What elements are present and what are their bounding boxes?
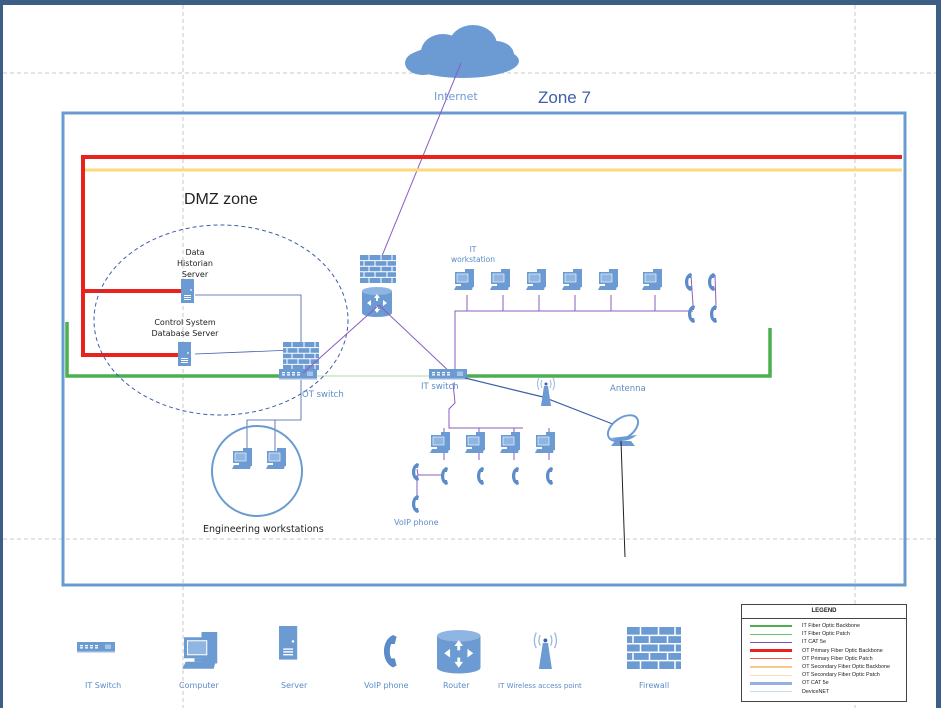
zone-title: Zone 7 [538, 88, 591, 107]
voip-phone-icon [688, 305, 695, 323]
legend-item: OT Primary Fiber Optic Backbone [742, 647, 906, 655]
antenna-dish-icon [606, 414, 640, 446]
engineering-workstations-label: Engineering workstations [203, 524, 324, 535]
voip-phone-icon [708, 273, 715, 291]
voip-phone-icon [477, 467, 484, 485]
legend-label: OT Secondary Fiber Optic Backbone [802, 664, 890, 671]
legend-swatch [750, 641, 792, 643]
legend-label: OT Primary Fiber Optic Patch [802, 655, 873, 662]
legend-item: OT Secondary Fiber Optic Backbone [742, 663, 906, 671]
diagram-canvas: Internet Zone 7 DMZ zone Data Historian … [3, 5, 936, 708]
voip-phone-label: VoIP phone [394, 518, 439, 527]
symbol-key-label: Firewall [639, 681, 670, 690]
internet-label: Internet [434, 90, 478, 103]
zone-7-boundary [61, 111, 907, 587]
dmz-firewall-icon [282, 341, 320, 371]
internet-cloud-icon [405, 25, 519, 78]
legend-item: IT Fiber Optic Backbone [742, 622, 906, 630]
server-key-icon [279, 626, 298, 660]
control-system-label: Control System Database Server [151, 318, 219, 338]
it-workstation-icon [429, 431, 451, 454]
legend-label: OT CAT 5e [802, 680, 829, 687]
it-backbone-left [65, 322, 303, 378]
symbol-key-label: Computer [179, 681, 219, 690]
router-key-icon [437, 630, 481, 674]
legend-item: DeviceNET [742, 688, 906, 696]
it-switch-icon [429, 369, 467, 380]
legend-item: OT CAT 5e [742, 679, 906, 687]
legend-label: IT Fiber Optic Backbone [802, 623, 861, 630]
legend-item: IT Fiber Optic Patch [742, 630, 906, 638]
antenna-feed [620, 440, 626, 558]
legend-item: IT CAT 5e [742, 638, 906, 646]
network-diagram [3, 5, 936, 708]
data-historian-server-icon [181, 279, 194, 303]
wireless-access-point-key-icon [533, 631, 558, 670]
it-workstation-icon [561, 268, 583, 291]
computer-key-icon [181, 631, 219, 670]
legend-swatch [750, 624, 792, 628]
legend-item: OT Primary Fiber Optic Patch [742, 655, 906, 663]
it-workstation-label: IT workstation [451, 245, 495, 264]
legend-item: OT Secondary Fiber Optic Patch [742, 671, 906, 679]
legend-swatch [750, 691, 792, 693]
legend-swatch [750, 633, 792, 635]
symbol-key-label: Router [443, 681, 470, 690]
legend-swatch [750, 658, 792, 660]
voip-phone-icon [710, 305, 717, 323]
legend-label: DeviceNET [802, 688, 830, 695]
firewall-key-icon [626, 626, 682, 670]
engineering-workstation-icon [231, 447, 253, 470]
legend-label: IT CAT 5e [802, 639, 826, 646]
ot-primary-backbone [81, 155, 902, 357]
voip-phone-icon [685, 273, 692, 291]
legend-label: OT Primary Fiber Optic Backbone [802, 647, 883, 654]
data-historian-label: Data Historian Server [177, 248, 213, 279]
it-workstation-icon [489, 268, 511, 291]
engineering-workstation-icon [265, 447, 287, 470]
it-workstation-icon [525, 268, 547, 291]
legend-title: LEGEND [742, 605, 906, 619]
it-workstation-icon [464, 431, 486, 454]
voip-phone-key-icon [384, 635, 397, 668]
dmz-zone-boundary [93, 224, 349, 416]
voip-phone-icon [412, 495, 419, 513]
voip-phone-icon [546, 467, 553, 485]
legend-swatch [750, 682, 792, 685]
it-workstation-icon [453, 268, 475, 291]
it-workstation-icon [641, 268, 663, 291]
legend-swatch [750, 649, 792, 652]
dmz-zone-title: DMZ zone [184, 191, 258, 208]
symbol-key-label: IT Wireless access point [498, 682, 582, 690]
legend-label: IT Fiber Optic Patch [802, 631, 850, 638]
ot-switch-label: OT switch [302, 390, 344, 400]
internet-link [374, 62, 462, 274]
it-switch-label: IT switch [421, 382, 459, 392]
symbol-key-label: IT Switch [85, 681, 122, 690]
symbol-key-label: VoIP phone [364, 681, 409, 690]
it-cat5e-links [302, 274, 717, 497]
it-workstation-icon [597, 268, 619, 291]
it-switch-key-icon [77, 642, 115, 653]
it-workstation-icon [499, 431, 521, 454]
it-backbone-right [455, 328, 772, 378]
legend-swatch [750, 674, 792, 676]
antenna-label: Antenna [610, 384, 646, 394]
ot-switch-icon [279, 369, 317, 380]
voip-phone-icon [512, 467, 519, 485]
control-system-server-icon [178, 342, 191, 366]
perimeter-firewall-icon [359, 254, 397, 284]
voip-phone-icon [441, 467, 448, 485]
symbol-key-label: Server [281, 681, 308, 690]
legend-swatch [750, 665, 792, 669]
legend-label: OT Secondary Fiber Optic Patch [802, 672, 880, 679]
wireless-access-point-icon [537, 377, 555, 407]
it-workstation-icon [534, 431, 556, 454]
engineering-workstations-group [211, 425, 303, 517]
